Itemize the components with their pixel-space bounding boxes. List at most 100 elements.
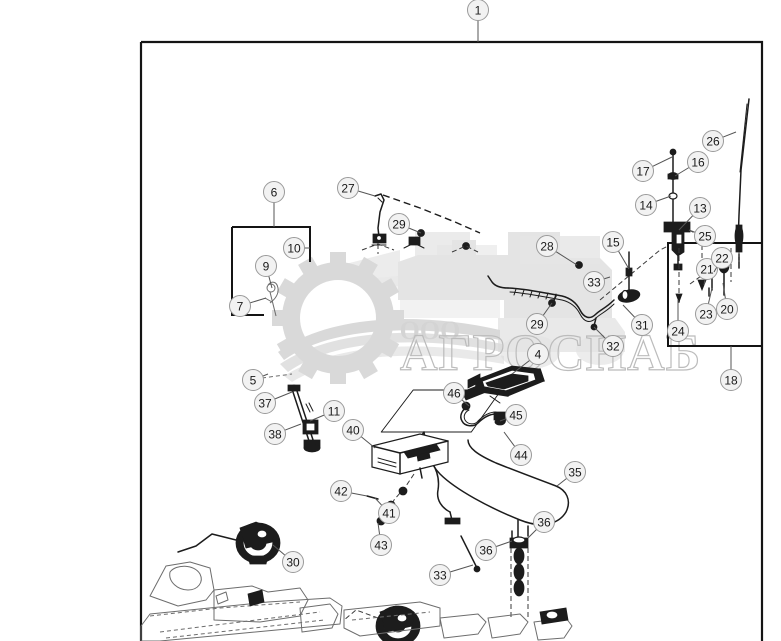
- callout-bubble-10[interactable]: [283, 237, 305, 259]
- callout-41[interactable]: 41: [374, 497, 400, 524]
- callout-number-24: 24: [671, 325, 685, 339]
- callout-bubble-16[interactable]: [687, 151, 709, 173]
- callout-bubble-35[interactable]: [564, 461, 586, 483]
- callout-38[interactable]: 38: [264, 423, 302, 445]
- callout-leader-33: [449, 564, 474, 573]
- callout-43[interactable]: 43: [370, 522, 392, 556]
- callout-42[interactable]: 42: [330, 480, 368, 502]
- callout-bubble-6[interactable]: [263, 181, 285, 203]
- callout-26[interactable]: 26: [702, 130, 737, 152]
- callout-bubble-43[interactable]: [370, 534, 392, 556]
- callout-bubble-15[interactable]: [602, 231, 624, 253]
- callout-bubble-21[interactable]: [696, 258, 718, 280]
- callout-44[interactable]: 44: [503, 431, 532, 466]
- callout-bubble-9[interactable]: [255, 255, 277, 277]
- callout-leader-38: [284, 423, 302, 431]
- callout-leader-13: [678, 215, 694, 231]
- callout-leader-17: [652, 156, 673, 167]
- callout-bubble-38[interactable]: [264, 423, 286, 445]
- callout-1[interactable]: 1: [467, 0, 489, 42]
- callout-bubble-13[interactable]: [689, 197, 711, 219]
- callout-leader-40: [360, 436, 376, 449]
- callout-bubble-26[interactable]: [702, 130, 724, 152]
- callout-45[interactable]: 45: [499, 404, 527, 426]
- callout-bubble-29[interactable]: [526, 313, 548, 335]
- callout-bubble-40[interactable]: [342, 419, 364, 441]
- callout-28[interactable]: 28: [536, 235, 578, 266]
- callout-bubble-33[interactable]: [583, 271, 605, 293]
- callout-bubble-20[interactable]: [716, 298, 738, 320]
- callout-20[interactable]: 20: [716, 282, 738, 320]
- callout-46[interactable]: 46: [443, 382, 470, 407]
- callout-16[interactable]: 16: [674, 151, 709, 177]
- callout-36[interactable]: 36: [475, 539, 513, 561]
- callout-bubble-29[interactable]: [388, 213, 410, 235]
- callout-27[interactable]: 27: [337, 177, 376, 199]
- callout-bubble-24[interactable]: [667, 320, 689, 342]
- callout-bubble-18[interactable]: [720, 369, 742, 391]
- callout-22[interactable]: 22: [711, 247, 733, 273]
- callout-layer: 1456791011131415161718202122232425262728…: [229, 0, 742, 586]
- callout-bubble-14[interactable]: [635, 194, 657, 216]
- swoosh-icon: [278, 319, 504, 382]
- callout-bubble-25[interactable]: [694, 225, 716, 247]
- callout-number-44: 44: [514, 449, 528, 463]
- callout-bubble-11[interactable]: [323, 400, 345, 422]
- callout-21[interactable]: 21: [696, 258, 718, 286]
- callout-4[interactable]: 4: [511, 343, 549, 375]
- callout-number-4: 4: [535, 348, 542, 362]
- callout-14[interactable]: 14: [635, 194, 672, 216]
- callout-bubble-30[interactable]: [282, 551, 304, 573]
- callout-13[interactable]: 13: [678, 197, 711, 231]
- callout-bubble-7[interactable]: [229, 295, 251, 317]
- callout-23[interactable]: 23: [695, 287, 717, 325]
- callout-29[interactable]: 29: [388, 213, 422, 235]
- callout-6[interactable]: 6: [263, 181, 285, 228]
- callout-15[interactable]: 15: [602, 231, 630, 270]
- callout-bubble-1[interactable]: [467, 0, 489, 21]
- callout-36[interactable]: 36: [527, 511, 555, 539]
- callout-bubble-36[interactable]: [533, 511, 555, 533]
- callout-bubble-36[interactable]: [475, 539, 497, 561]
- callout-bubble-37[interactable]: [254, 392, 276, 414]
- callout-25[interactable]: 25: [688, 225, 716, 247]
- callout-bubble-44[interactable]: [510, 444, 532, 466]
- callout-bubble-28[interactable]: [536, 235, 558, 257]
- callout-bubble-45[interactable]: [505, 404, 527, 426]
- callout-33[interactable]: 33: [583, 271, 611, 293]
- callout-30[interactable]: 30: [272, 544, 304, 573]
- callout-18[interactable]: 18: [720, 346, 742, 391]
- callout-bubble-32[interactable]: [602, 335, 624, 357]
- callout-5[interactable]: 5: [242, 369, 269, 391]
- callout-number-21: 21: [700, 263, 714, 277]
- callout-bubble-31[interactable]: [631, 314, 653, 336]
- callout-bubble-27[interactable]: [337, 177, 359, 199]
- callout-37[interactable]: 37: [254, 391, 293, 414]
- callout-bubble-22[interactable]: [711, 247, 733, 269]
- callout-17[interactable]: 17: [632, 156, 673, 182]
- callout-number-35: 35: [568, 466, 582, 480]
- callout-bubble-42[interactable]: [330, 480, 352, 502]
- callout-leader-7: [249, 297, 267, 304]
- callout-31[interactable]: 31: [622, 304, 653, 336]
- callout-bubble-33[interactable]: [429, 564, 451, 586]
- callout-32[interactable]: 32: [593, 326, 624, 357]
- callout-leader-36: [527, 529, 537, 539]
- callout-35[interactable]: 35: [556, 461, 586, 487]
- callout-40[interactable]: 40: [342, 419, 376, 449]
- callout-11[interactable]: 11: [309, 400, 345, 422]
- callout-7[interactable]: 7: [229, 295, 267, 317]
- callout-bubble-17[interactable]: [632, 160, 654, 182]
- callout-bubble-4[interactable]: [527, 343, 549, 365]
- callout-24[interactable]: 24: [667, 300, 689, 342]
- callout-10[interactable]: 10: [283, 237, 311, 259]
- callout-number-27: 27: [341, 182, 355, 196]
- callout-bubble-5[interactable]: [242, 369, 264, 391]
- callout-9[interactable]: 9: [255, 255, 277, 289]
- callout-number-41: 41: [382, 507, 396, 521]
- callout-bubble-46[interactable]: [443, 382, 465, 404]
- callout-29[interactable]: 29: [526, 302, 553, 335]
- callout-bubble-41[interactable]: [378, 502, 400, 524]
- callout-33[interactable]: 33: [429, 564, 474, 586]
- callout-bubble-23[interactable]: [695, 303, 717, 325]
